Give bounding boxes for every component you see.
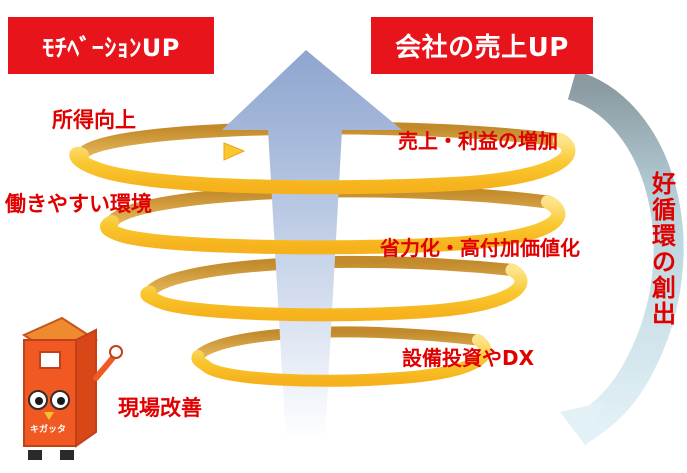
label-sales-profit-increase: 売上・利益の増加 — [398, 129, 558, 153]
kigatta-mascot-icon — [21, 316, 123, 460]
cycle-char: 創 — [652, 273, 676, 302]
cycle-char: 環 — [652, 221, 676, 250]
label-work-environment: 働きやすい環境 — [5, 192, 152, 216]
label-income-increase: 所得向上 — [52, 108, 136, 132]
motivation-up-box: ﾓﾁﾍﾞｰｼｮﾝUP — [8, 17, 214, 74]
company-sales-up-box: 会社の売上UP — [371, 17, 593, 74]
cycle-char: 出 — [652, 299, 676, 328]
spiral-ring-fronts — [69, 133, 576, 387]
cycle-char: 循 — [652, 195, 676, 224]
cycle-char: 好 — [652, 170, 676, 198]
cycle-arrow — [560, 70, 684, 446]
cycle-creation-label: 好 循 環 の 創 出 — [652, 170, 676, 328]
mascot-name-text: キガッタ — [30, 425, 67, 435]
label-labor-saving-value-add: 省力化・高付加価値化 — [380, 236, 580, 260]
cycle-char: の — [652, 247, 676, 276]
label-site-improvement: 現場改善 — [118, 396, 202, 420]
label-equipment-dx: 設備投資やDX — [402, 346, 535, 370]
